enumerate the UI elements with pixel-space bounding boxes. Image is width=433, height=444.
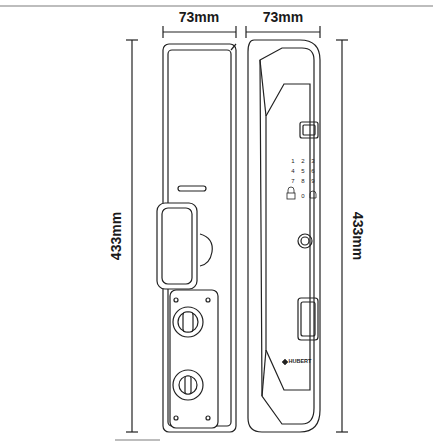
dimension-lines	[0, 6, 433, 440]
key-digit: 3	[311, 158, 314, 164]
key-digit: 4	[291, 168, 294, 174]
key-digit: 6	[311, 168, 314, 174]
outside-view	[248, 40, 320, 432]
key-digit: 7	[291, 178, 294, 184]
key-digit: 5	[301, 168, 304, 174]
dimension-label: 73mm	[179, 10, 219, 24]
key-digit: 0	[301, 193, 304, 199]
key-digit: 8	[301, 178, 304, 184]
dimension-label: 433mm	[351, 212, 365, 260]
key-digit: 9	[311, 178, 314, 184]
dimension-label: 433mm	[109, 212, 123, 260]
brand-logo: HUBERT	[289, 359, 312, 365]
dimension-label: 73mm	[263, 10, 303, 24]
key-digit: 1	[291, 158, 294, 164]
key-digit: 2	[301, 158, 304, 164]
inside-view	[157, 44, 236, 432]
